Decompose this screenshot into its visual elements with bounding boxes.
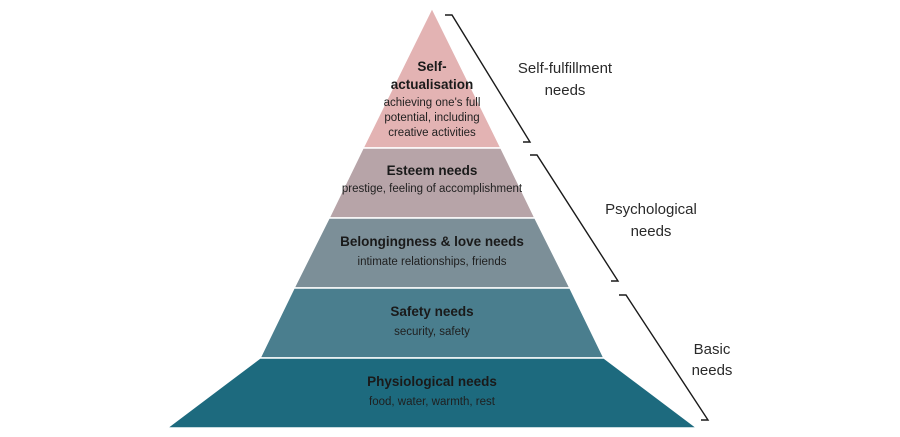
level-title-self-actualisation-line-1: Self-: [417, 59, 446, 74]
level-desc-self-actualisation-line-2: potential, including: [384, 112, 479, 124]
group-label-psychological-line-2: needs: [631, 223, 672, 240]
group-label-self-fulfillment-line-1: Self-fulfillment: [518, 60, 613, 77]
level-desc-safety: security, safety: [394, 326, 470, 338]
group-label-basic-line-2: needs: [692, 362, 733, 379]
pyramid-level-esteem: Esteem needs prestige, feeling of accomp…: [327, 147, 537, 219]
pyramid-level-self-actualisation: Self- actualisation achieving one's full…: [361, 6, 503, 149]
pyramid-level-physiological: Physiological needs food, water, warmth,…: [164, 357, 700, 429]
level-desc-self-actualisation-line-3: creative activities: [388, 127, 476, 139]
group-label-basic-line-1: Basic: [694, 341, 731, 358]
group-label-psychological-line-1: Psychological: [605, 201, 697, 218]
level-desc-esteem: prestige, feeling of accomplishment: [342, 183, 523, 195]
level-desc-self-actualisation-line-1: achieving one's full: [384, 97, 481, 109]
level-shape-belongingness: [292, 217, 572, 289]
group-label-self-fulfillment-line-2: needs: [545, 82, 586, 99]
group-self-fulfillment: Self-fulfillment needs: [445, 14, 613, 143]
level-title-self-actualisation-line-2: actualisation: [391, 77, 474, 92]
level-title-belongingness: Belongingness & love needs: [340, 234, 524, 249]
level-desc-physiological: food, water, warmth, rest: [369, 396, 496, 408]
level-shape-safety: [258, 287, 606, 359]
level-shape-physiological: [164, 357, 700, 429]
level-title-physiological: Physiological needs: [367, 374, 497, 389]
group-basic: Basic needs: [619, 294, 733, 421]
bracket-self-fulfillment: [445, 14, 532, 143]
bracket-basic: [619, 294, 710, 421]
bracket-psychological: [530, 154, 620, 282]
level-desc-belongingness: intimate relationships, friends: [358, 256, 507, 268]
pyramid-level-belongingness: Belongingness & love needs intimate rela…: [292, 217, 572, 289]
pyramid-level-safety: Safety needs security, safety: [258, 287, 606, 359]
group-psychological: Psychological needs: [530, 154, 697, 282]
level-title-safety: Safety needs: [390, 304, 473, 319]
level-title-esteem: Esteem needs: [387, 163, 478, 178]
